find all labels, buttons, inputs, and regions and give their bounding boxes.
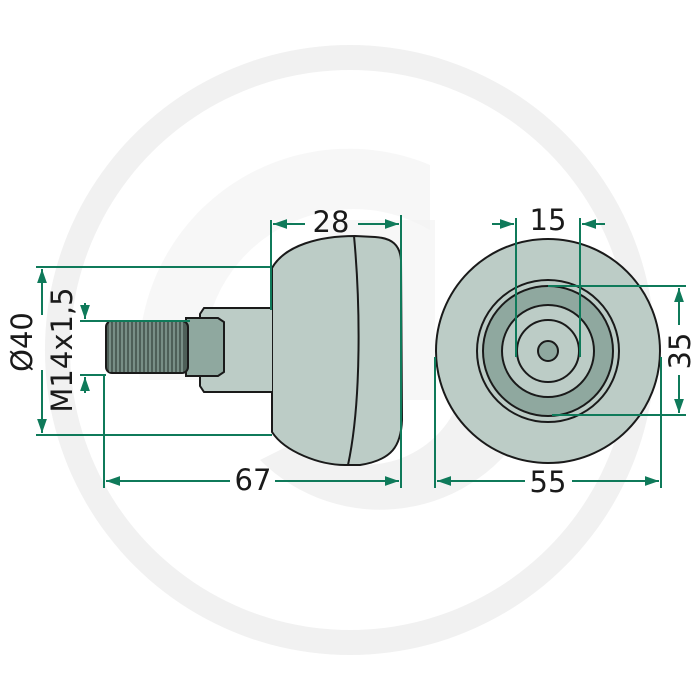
dimension-15: 15 (492, 203, 605, 357)
svg-text:M14x1,5: M14x1,5 (45, 287, 79, 412)
knob-head (271, 234, 404, 466)
dimension-thread-m14: M14x1,5 (45, 287, 190, 413)
svg-text:55: 55 (530, 465, 567, 499)
side-view: 28 Ø40 M14x1,5 67 (5, 205, 404, 497)
svg-text:15: 15 (530, 203, 567, 237)
dimension-diameter-40: Ø40 (5, 266, 272, 436)
svg-text:Ø40: Ø40 (5, 312, 39, 372)
svg-text:35: 35 (663, 333, 697, 370)
dimension-35: 35 (548, 285, 697, 416)
svg-text:67: 67 (235, 463, 272, 497)
front-view: 15 35 55 (434, 203, 697, 499)
dimension-55: 55 (434, 357, 662, 499)
dimension-67: 67 (103, 375, 399, 497)
center-hole (537, 340, 559, 362)
dimension-28: 28 (270, 205, 402, 488)
thread (105, 320, 189, 374)
svg-text:28: 28 (313, 205, 350, 239)
